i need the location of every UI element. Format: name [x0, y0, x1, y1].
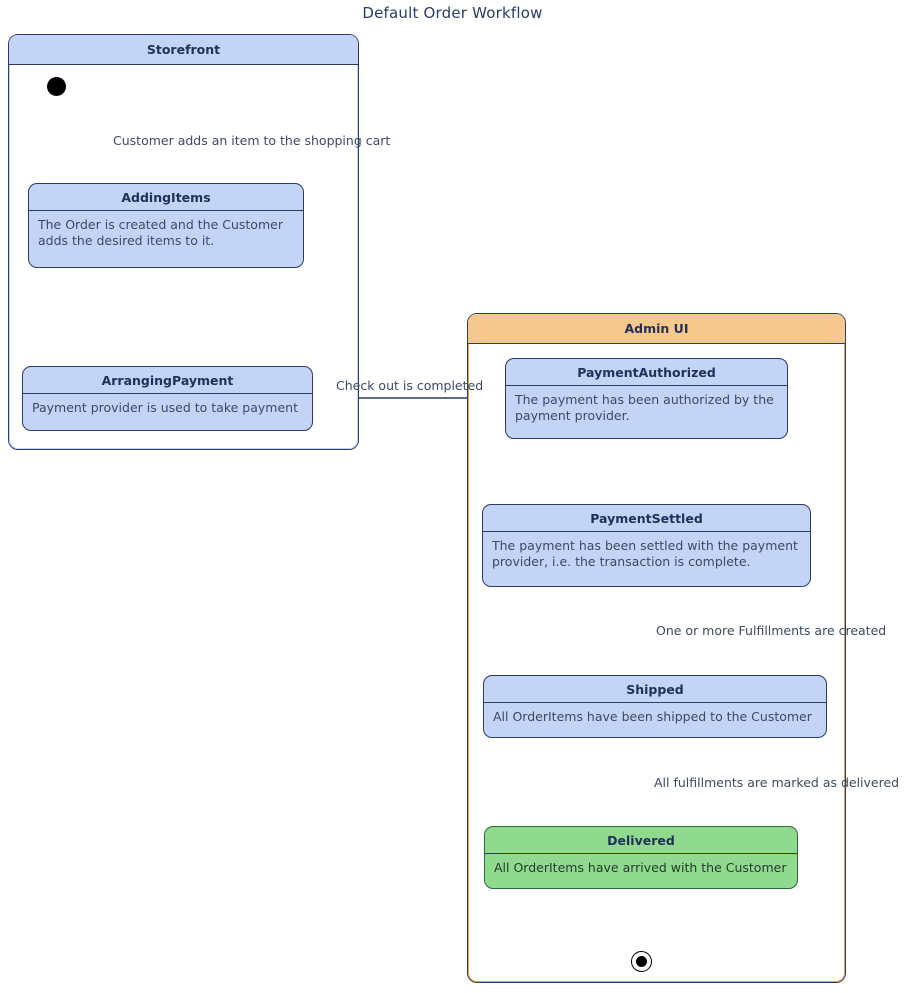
composite-state-admin-ui-title: Admin UI	[468, 314, 845, 344]
state-arranging-payment-description: Payment provider is used to take payment	[32, 400, 298, 415]
state-delivered[interactable]: Delivered All OrderItems have arrived wi…	[484, 826, 798, 889]
state-payment-authorized-title: PaymentAuthorized	[506, 359, 787, 386]
state-shipped-description: All OrderItems have been shipped to the …	[493, 709, 812, 724]
state-shipped[interactable]: Shipped All OrderItems have been shipped…	[483, 675, 827, 738]
state-payment-authorized[interactable]: PaymentAuthorized The payment has been a…	[505, 358, 788, 439]
state-payment-settled-title: PaymentSettled	[483, 505, 810, 532]
transition-label-customer-adds-item: Customer adds an item to the shopping ca…	[113, 133, 391, 148]
state-adding-items-title: AddingItems	[29, 184, 303, 211]
state-adding-items-description: The Order is created and the Customer ad…	[38, 217, 283, 248]
state-shipped-title: Shipped	[484, 676, 826, 703]
state-payment-settled[interactable]: PaymentSettled The payment has been sett…	[482, 504, 811, 587]
state-delivered-description: All OrderItems have arrived with the Cus…	[494, 860, 787, 875]
state-payment-authorized-description: The payment has been authorized by the p…	[515, 392, 774, 423]
composite-state-storefront-title: Storefront	[9, 35, 358, 65]
state-payment-settled-description: The payment has been settled with the pa…	[492, 538, 798, 569]
transition-label-fulfillments-created: One or more Fulfillments are created	[656, 623, 887, 638]
state-arranging-payment-title: ArrangingPayment	[23, 367, 312, 394]
state-adding-items[interactable]: AddingItems The Order is created and the…	[28, 183, 304, 268]
state-delivered-title: Delivered	[485, 827, 797, 854]
state-arranging-payment[interactable]: ArrangingPayment Payment provider is use…	[22, 366, 313, 431]
initial-state-marker	[47, 77, 66, 96]
page-title: Default Order Workflow	[362, 4, 543, 22]
transition-label-fulfillments-delivered: All fulfillments are marked as delivered	[654, 775, 900, 790]
final-state-marker	[631, 951, 652, 972]
transition-label-check-out-completed: Check out is completed	[336, 378, 484, 393]
